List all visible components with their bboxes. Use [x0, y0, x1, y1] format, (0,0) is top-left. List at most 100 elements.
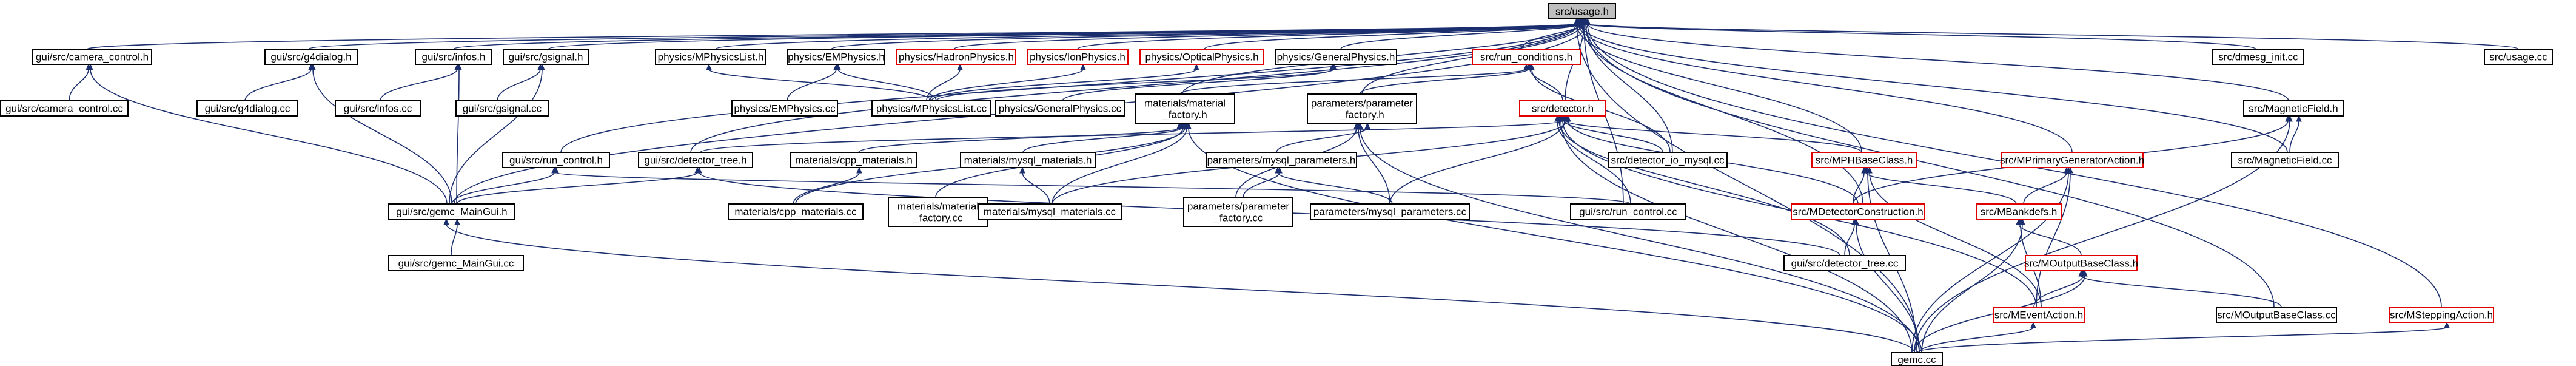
arrowhead-mysqlpar_h-parfact_cc	[1276, 166, 1283, 174]
node-mprimgen-h[interactable]: src/MPrimaryGeneratorAction.h	[2000, 152, 2144, 168]
arrowhead-parfact_h-mysqlpar_h	[1364, 122, 1370, 129]
node-optical-h[interactable]: physics/OpticalPhysics.h	[1139, 49, 1264, 65]
node-general-cc[interactable]: physics/GeneralPhysics.cc	[995, 100, 1125, 117]
edge-usage_h-optical_h	[1204, 23, 1579, 50]
node-moutbase-cc[interactable]: src/MOutputBaseClass.cc	[2216, 307, 2337, 323]
node-g4dialog-h[interactable]: gui/src/g4dialog.h	[264, 49, 358, 65]
edge-dettree_h-mainGui_h	[456, 172, 698, 205]
node-mysqlmat-h[interactable]: materials/mysql_materials.h	[960, 152, 1096, 168]
node-label: gui/src/gsignal.cc	[463, 103, 542, 115]
node-label: _factory.h	[1339, 109, 1384, 121]
node-gsignal-h[interactable]: gui/src/gsignal.h	[503, 49, 589, 65]
node-label: physics/EMPhysics.cc	[734, 103, 836, 115]
edge-camera_h-camera_cc	[69, 69, 89, 101]
node-emphys-h[interactable]: physics/EMPhysics.h	[787, 49, 885, 65]
node-box	[1783, 255, 1906, 271]
node-box	[415, 49, 492, 65]
node-box	[502, 152, 610, 168]
node-runcontrol-h[interactable]: gui/src/run_control.h	[502, 152, 610, 168]
node-mbankdefs-h[interactable]: src/MBankdefs.h	[1976, 203, 2062, 220]
node-mysqlpar-h[interactable]: parameters/mysql_parameters.h	[1206, 152, 1357, 168]
arrowhead-usage_h-msteppingact_h	[1585, 18, 1591, 25]
node-moutbase-h[interactable]: src/MOutputBaseClass.h	[2024, 255, 2138, 271]
edges-layer	[69, 18, 2519, 353]
node-general-h[interactable]: physics/GeneralPhysics.h	[1275, 49, 1397, 65]
node-label: physics/MPhysicsList.h	[658, 52, 764, 63]
edge-usage_h-magfield_cc	[1580, 23, 2288, 153]
node-gemc-cc[interactable]: gemc.cc	[1891, 352, 1943, 366]
node-magfield-h[interactable]: src/MagneticField.h	[2243, 100, 2344, 117]
node-infos-h[interactable]: gui/src/infos.h	[415, 49, 492, 65]
node-ion-h[interactable]: physics/IonPhysics.h	[1027, 49, 1129, 65]
arrowhead-general_h-mphyslist_cc	[1331, 63, 1337, 70]
edge-mainGui_h-gemc_cc	[446, 223, 1915, 353]
edge-detector_h-gemc_cc	[1560, 120, 1913, 353]
arrowhead-dettree_h-dettree_cc	[696, 166, 702, 174]
node-mphyslist-cc[interactable]: physics/MPhysicsList.cc	[871, 100, 991, 117]
node-infos-cc[interactable]: gui/src/infos.cc	[335, 100, 421, 117]
node-mainGui-cc[interactable]: gui/src/gemc_MainGui.cc	[388, 255, 524, 271]
edge-mphbase_h-meventact_h	[1869, 172, 2042, 308]
node-detector-h[interactable]: src/detector.h	[1519, 100, 1606, 117]
node-label: materials/mysql_materials.h	[964, 155, 1092, 166]
arrowhead-mysqlmat_h-mysqlmat_cc	[1019, 166, 1025, 174]
node-magfield-cc[interactable]: src/MagneticField.cc	[2231, 152, 2339, 168]
node-dettree-h[interactable]: gui/src/detector_tree.h	[638, 152, 753, 168]
node-dettree-cc[interactable]: gui/src/detector_tree.cc	[1783, 255, 1906, 271]
node-cppmat-cc[interactable]: materials/cpp_materials.cc	[728, 203, 864, 220]
node-msteppingact-h[interactable]: src/MSteppingAction.h	[2389, 307, 2494, 323]
node-emphys-cc[interactable]: physics/EMPhysics.cc	[731, 100, 838, 117]
edge-optical_h-mphyslist_cc	[931, 69, 1197, 101]
edge-mysqlpar_h-mysqlpar_cc	[1277, 172, 1393, 205]
node-matfact-h[interactable]: materials/material_factory.h	[1135, 93, 1235, 124]
node-mysqlmat-cc[interactable]: materials/mysql_materials.cc	[978, 203, 1122, 220]
node-label: src/usage.cc	[2489, 52, 2547, 63]
node-usage-h[interactable]: src/usage.h	[1548, 3, 1616, 19]
node-detio-cc[interactable]: src/detector_io_mysql.cc	[1608, 152, 1728, 168]
node-box	[0, 100, 129, 117]
node-label: gui/src/run_control.cc	[1579, 206, 1677, 218]
node-mphbase-h[interactable]: src/MPHBaseClass.h	[1811, 152, 1917, 168]
node-box	[1570, 203, 1686, 220]
node-mphyslist-h[interactable]: physics/MPhysicsList.h	[655, 49, 766, 65]
node-mysqlpar-cc[interactable]: parameters/mysql_parameters.cc	[1310, 203, 1470, 220]
edge-magfield_h-magfield_cc	[2289, 120, 2299, 153]
edge-detector_h-runcontrol_cc	[1557, 120, 1631, 205]
node-label: gui/src/gsignal.h	[509, 52, 583, 63]
node-cppmat-h[interactable]: materials/cpp_materials.h	[790, 152, 917, 168]
edge-mphyslist_h-mphyslist_cc	[708, 69, 932, 101]
node-label: materials/mysql_materials.cc	[984, 206, 1116, 218]
node-mainGui-h[interactable]: gui/src/gemc_MainGui.h	[388, 203, 515, 220]
node-g4dialog-cc[interactable]: gui/src/g4dialog.cc	[196, 100, 298, 117]
edge-usage_h-usage_cc	[1585, 23, 2519, 50]
node-parfact-cc[interactable]: parameters/parameter_factory.cc	[1183, 197, 1293, 227]
node-hadron-h[interactable]: physics/HadronPhysics.h	[896, 49, 1016, 65]
node-meventact-h[interactable]: src/MEventAction.h	[1993, 307, 2085, 323]
node-label: src/detector_io_mysql.cc	[1611, 155, 1725, 166]
node-label: src/MBankdefs.h	[1981, 206, 2058, 218]
node-usage-cc[interactable]: src/usage.cc	[2484, 49, 2553, 65]
node-label: materials/material	[897, 201, 979, 212]
node-label: gui/src/run_control.h	[509, 155, 603, 166]
edge-detector_h-detio_cc	[1564, 120, 1663, 153]
edge-emphys_h-mphyslist_cc	[837, 69, 937, 101]
node-camera-cc[interactable]: gui/src/camera_control.cc	[0, 100, 129, 117]
edge-mprimgen_h-mbankdefs_h	[2023, 172, 2067, 205]
nodes-layer: src/usage.h gui/src/camera_control.h gui/s…	[0, 3, 2553, 366]
node-label: src/MDetectorConstruction.h	[1793, 206, 1923, 218]
node-camera-h[interactable]: gui/src/camera_control.h	[32, 49, 152, 65]
edge-mprimgen_h-gemc_cc	[1911, 172, 2069, 353]
node-label: parameters/parameter	[1187, 201, 1290, 212]
arrowhead-infos_h-mainGui_h	[456, 63, 462, 70]
node-label: src/MOutputBaseClass.cc	[2217, 310, 2336, 321]
node-matfact-cc[interactable]: materials/material_factory.cc	[888, 197, 988, 227]
node-runcontrol-cc[interactable]: gui/src/run_control.cc	[1570, 203, 1686, 220]
edge-runcond_h-parfact_h	[1359, 69, 1529, 95]
node-parfact-h[interactable]: parameters/parameter_factory.h	[1307, 93, 1417, 124]
node-gsignal-cc[interactable]: gui/src/gsignal.cc	[455, 100, 549, 117]
node-dmesg-cc[interactable]: src/dmesg_init.cc	[2212, 49, 2304, 65]
node-runcond-h[interactable]: src/run_conditions.h	[1472, 49, 1581, 65]
node-label: parameters/parameter	[1311, 98, 1414, 109]
node-mdetcons-h[interactable]: src/MDetectorConstruction.h	[1791, 203, 1925, 220]
